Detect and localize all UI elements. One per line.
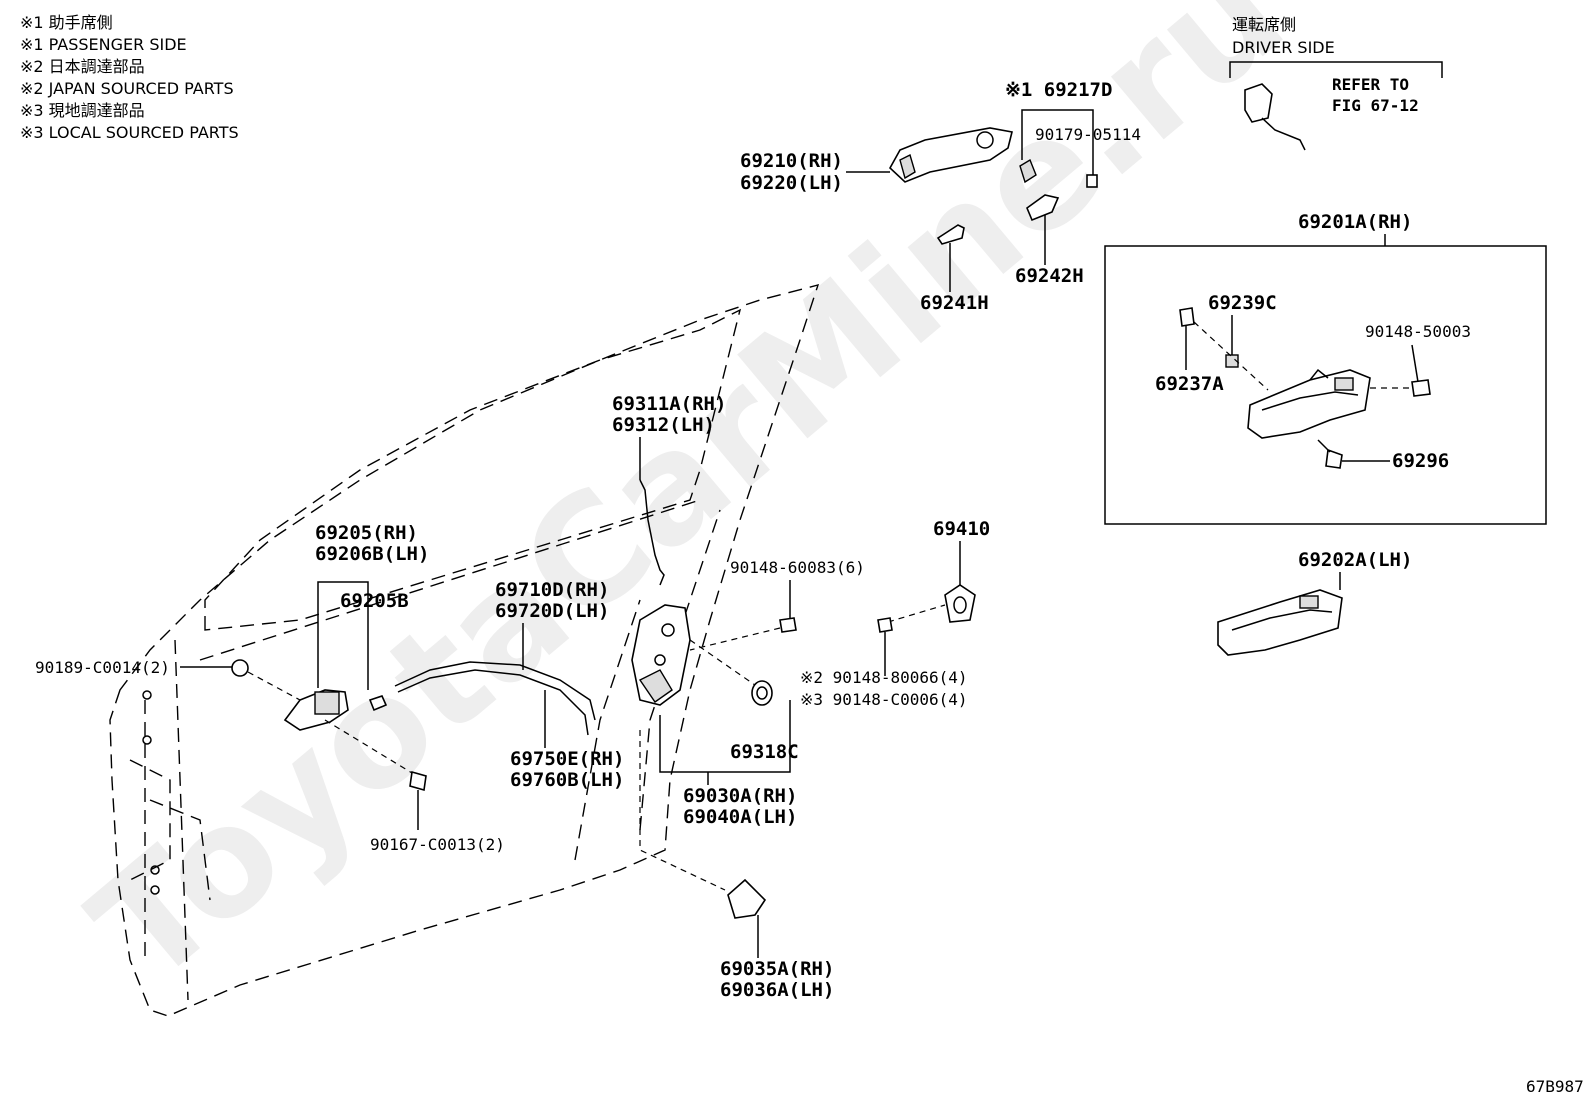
label-69410: 69410 [933, 518, 990, 540]
refer-line-1: REFER TO [1332, 75, 1409, 94]
legend-line-5: ※3 現地調達部品 [20, 101, 145, 120]
cable-69750E [397, 669, 589, 736]
legend-line-3: ※2 日本調達部品 [20, 57, 145, 76]
label-69220: 69220(LH) [740, 172, 843, 194]
door-outline [109, 284, 820, 1017]
label-90167: 90167-C0013(2) [370, 835, 505, 854]
frame-69201A [1104, 245, 1547, 525]
label-69205B: 69205B [340, 590, 409, 612]
label-69035A: 69035A(RH) [720, 958, 834, 980]
label-69239C: 69239C [1208, 292, 1277, 314]
legend-line-2: ※1 PASSENGER SIDE [20, 35, 187, 54]
cable-69710D [394, 661, 596, 721]
label-69242H: 69242H [1015, 265, 1084, 287]
figure-code: 67B987 [1526, 1077, 1584, 1096]
label-69205: 69205(RH) [315, 522, 418, 544]
part-69242H [1026, 194, 1060, 222]
part-69035A [727, 878, 767, 919]
inner-handle-69205 [283, 689, 349, 731]
label-90148-60083: 90148-60083(6) [730, 558, 865, 577]
part-69239C [1225, 354, 1239, 368]
part-69217D-cap [1019, 158, 1037, 184]
part-90189 [231, 659, 249, 677]
label-69750E: 69750E(RH) [510, 748, 624, 770]
label-69202A: 69202A(LH) [1298, 549, 1412, 571]
label-90189: 90189-C0014(2) [35, 658, 170, 677]
label-69030A: 69030A(RH) [683, 785, 797, 807]
label-69217D: ※1 69217D [1005, 79, 1112, 101]
label-69312: 69312(LH) [612, 414, 715, 436]
door-lock-assembly [631, 604, 691, 706]
handle-frame-lh [1217, 589, 1343, 656]
label-69318C: 69318C [730, 741, 799, 763]
part-69237A [1179, 307, 1195, 327]
driver-side-reference: 運転席側 DRIVER SIDE REFER TO FIG 67-12 [1229, 15, 1443, 151]
refer-line-2: FIG 67-12 [1332, 96, 1419, 115]
part-90148-60083 [779, 617, 797, 633]
label-69237A: 69237A [1155, 373, 1224, 395]
driver-side-jp: 運転席側 [1232, 15, 1296, 34]
driver-side-en: DRIVER SIDE [1232, 38, 1335, 57]
part-69318C [751, 680, 773, 706]
label-69760B: 69760B(LH) [510, 769, 624, 791]
part-69410 [944, 584, 976, 623]
label-69720D: 69720D(LH) [495, 600, 609, 622]
legend-line-4: ※2 JAPAN SOURCED PARTS [20, 79, 234, 98]
label-69036A: 69036A(LH) [720, 979, 834, 1001]
bracket-69217D [1021, 109, 1094, 175]
legend-line-1: ※1 助手席側 [20, 13, 113, 32]
part-90148-80066 [877, 617, 893, 633]
part-90179-screw [1086, 174, 1098, 188]
rod-69311A [639, 479, 665, 586]
label-69206B: 69206B(LH) [315, 543, 429, 565]
part-90167 [409, 770, 427, 792]
part-69296 [1325, 448, 1343, 469]
legend: ※1 助手席側 ※1 PASSENGER SIDE ※2 日本調達部品 ※2 J… [20, 13, 239, 142]
label-90179: 90179-05114 [1035, 125, 1141, 144]
label-90148-80066: ※2 90148-80066(4) [800, 668, 968, 687]
outer-handle [846, 127, 1013, 183]
label-90148-C0006: ※3 90148-C0006(4) [800, 690, 968, 709]
handle-frame-rh [1247, 368, 1371, 439]
part-69241H [936, 224, 965, 245]
label-69311A: 69311A(RH) [612, 393, 726, 415]
label-69040A: 69040A(LH) [683, 806, 797, 828]
label-69710D: 69710D(RH) [495, 579, 609, 601]
label-69201A: 69201A(RH) [1298, 211, 1412, 233]
label-69241H: 69241H [920, 292, 989, 314]
label-90148-50003: 90148-50003 [1365, 322, 1471, 341]
legend-line-6: ※3 LOCAL SOURCED PARTS [20, 123, 239, 142]
part-69205B [368, 695, 388, 712]
part-90148-50003 [1411, 379, 1431, 397]
label-69210: 69210(RH) [740, 150, 843, 172]
watermark: ToyotaCarMine.ru [61, 0, 1315, 1018]
label-69296: 69296 [1392, 450, 1449, 472]
